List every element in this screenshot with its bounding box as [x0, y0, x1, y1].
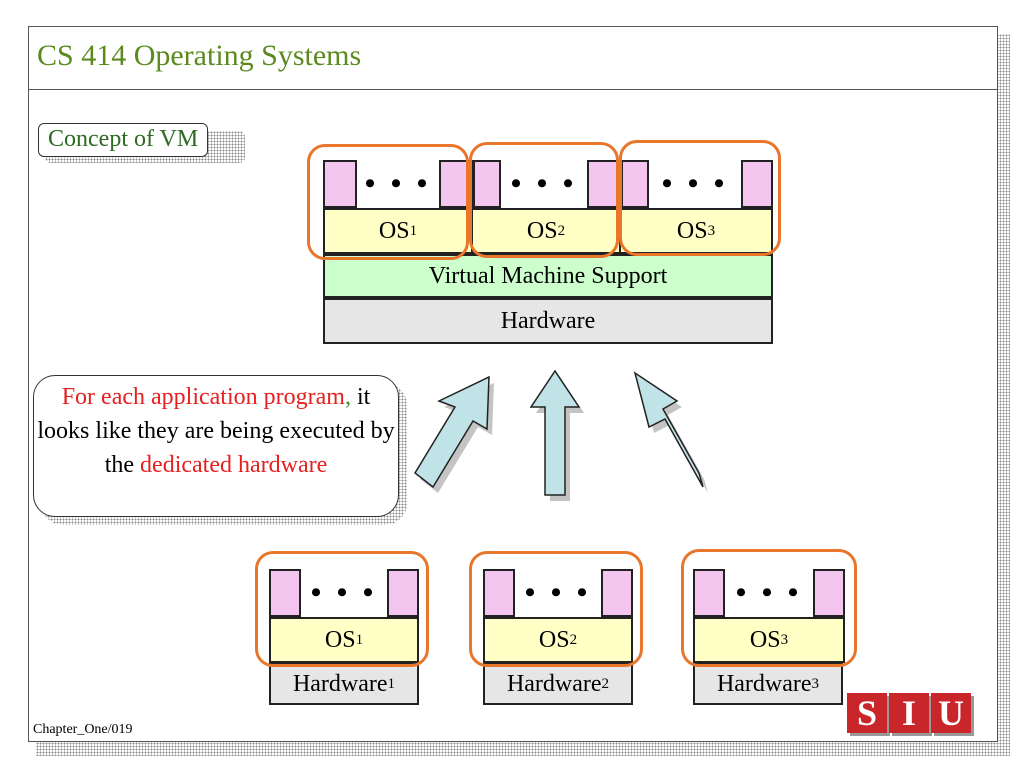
- callout-text: it looks like they are being executed by…: [37, 384, 395, 478]
- slide-footer: Chapter_One/019: [33, 722, 133, 737]
- dedicated-highlight-ring: [255, 551, 429, 667]
- app-box: [601, 569, 633, 617]
- logo-letter: I: [889, 693, 929, 733]
- ellipsis: • • •: [524, 576, 592, 609]
- logo-letter: U: [931, 693, 971, 733]
- hardware-box: Hardware: [323, 298, 773, 344]
- dedicated-highlight-ring: [469, 551, 643, 667]
- slide-title: CS 414 Operating Systems: [37, 39, 362, 72]
- logo-letter: S: [847, 693, 887, 733]
- slide: CS 414 Operating Systems Concept of VM •…: [28, 26, 998, 742]
- vm-highlight-ring: [469, 142, 619, 258]
- app-box: [483, 569, 515, 617]
- ellipsis: • • •: [735, 576, 803, 609]
- callout-text-comma: ,: [344, 384, 351, 410]
- vm-highlight-ring: [307, 144, 469, 260]
- arrow-up-icon: [529, 369, 581, 496]
- app-box: [323, 160, 357, 208]
- arrows-layer: [414, 369, 708, 501]
- ellipsis: • • •: [510, 167, 578, 200]
- callout-text-highlight: For each application program: [61, 384, 345, 410]
- app-box: [813, 569, 845, 617]
- ellipsis: • • •: [310, 576, 378, 609]
- app-box: [269, 569, 301, 617]
- app-box: [621, 160, 649, 208]
- ellipsis: • • •: [661, 167, 729, 200]
- callout-text-highlight: dedicated hardware: [140, 452, 328, 478]
- title-divider: [29, 89, 997, 90]
- app-box: [693, 569, 725, 617]
- ellipsis: • • •: [364, 167, 432, 200]
- section-label: Concept of VM: [38, 123, 209, 157]
- dedicated-highlight-ring: [681, 549, 857, 667]
- siu-logo: S I U: [847, 693, 971, 733]
- callout-box: For each application program, it looks l…: [33, 375, 399, 517]
- arrow-up-left-icon: [633, 371, 704, 488]
- arrow-up-right-icon: [414, 375, 490, 489]
- app-box: [387, 569, 419, 617]
- app-box: [741, 160, 773, 208]
- vm-highlight-ring: [619, 140, 781, 256]
- app-box: [473, 160, 501, 208]
